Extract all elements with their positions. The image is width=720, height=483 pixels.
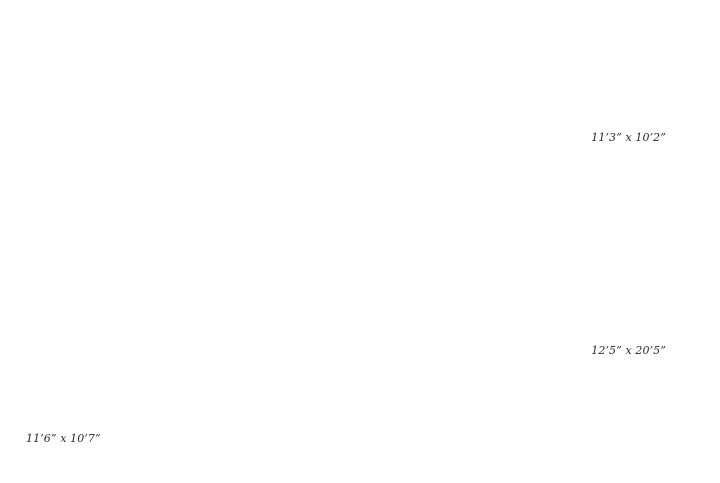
room-dimension-label: 11’3” x 10’2” bbox=[591, 131, 666, 144]
room-dimension-label: 11’6” x 10’7” bbox=[26, 432, 101, 445]
room-dimension-label: 12’5” x 20’5” bbox=[591, 344, 666, 357]
